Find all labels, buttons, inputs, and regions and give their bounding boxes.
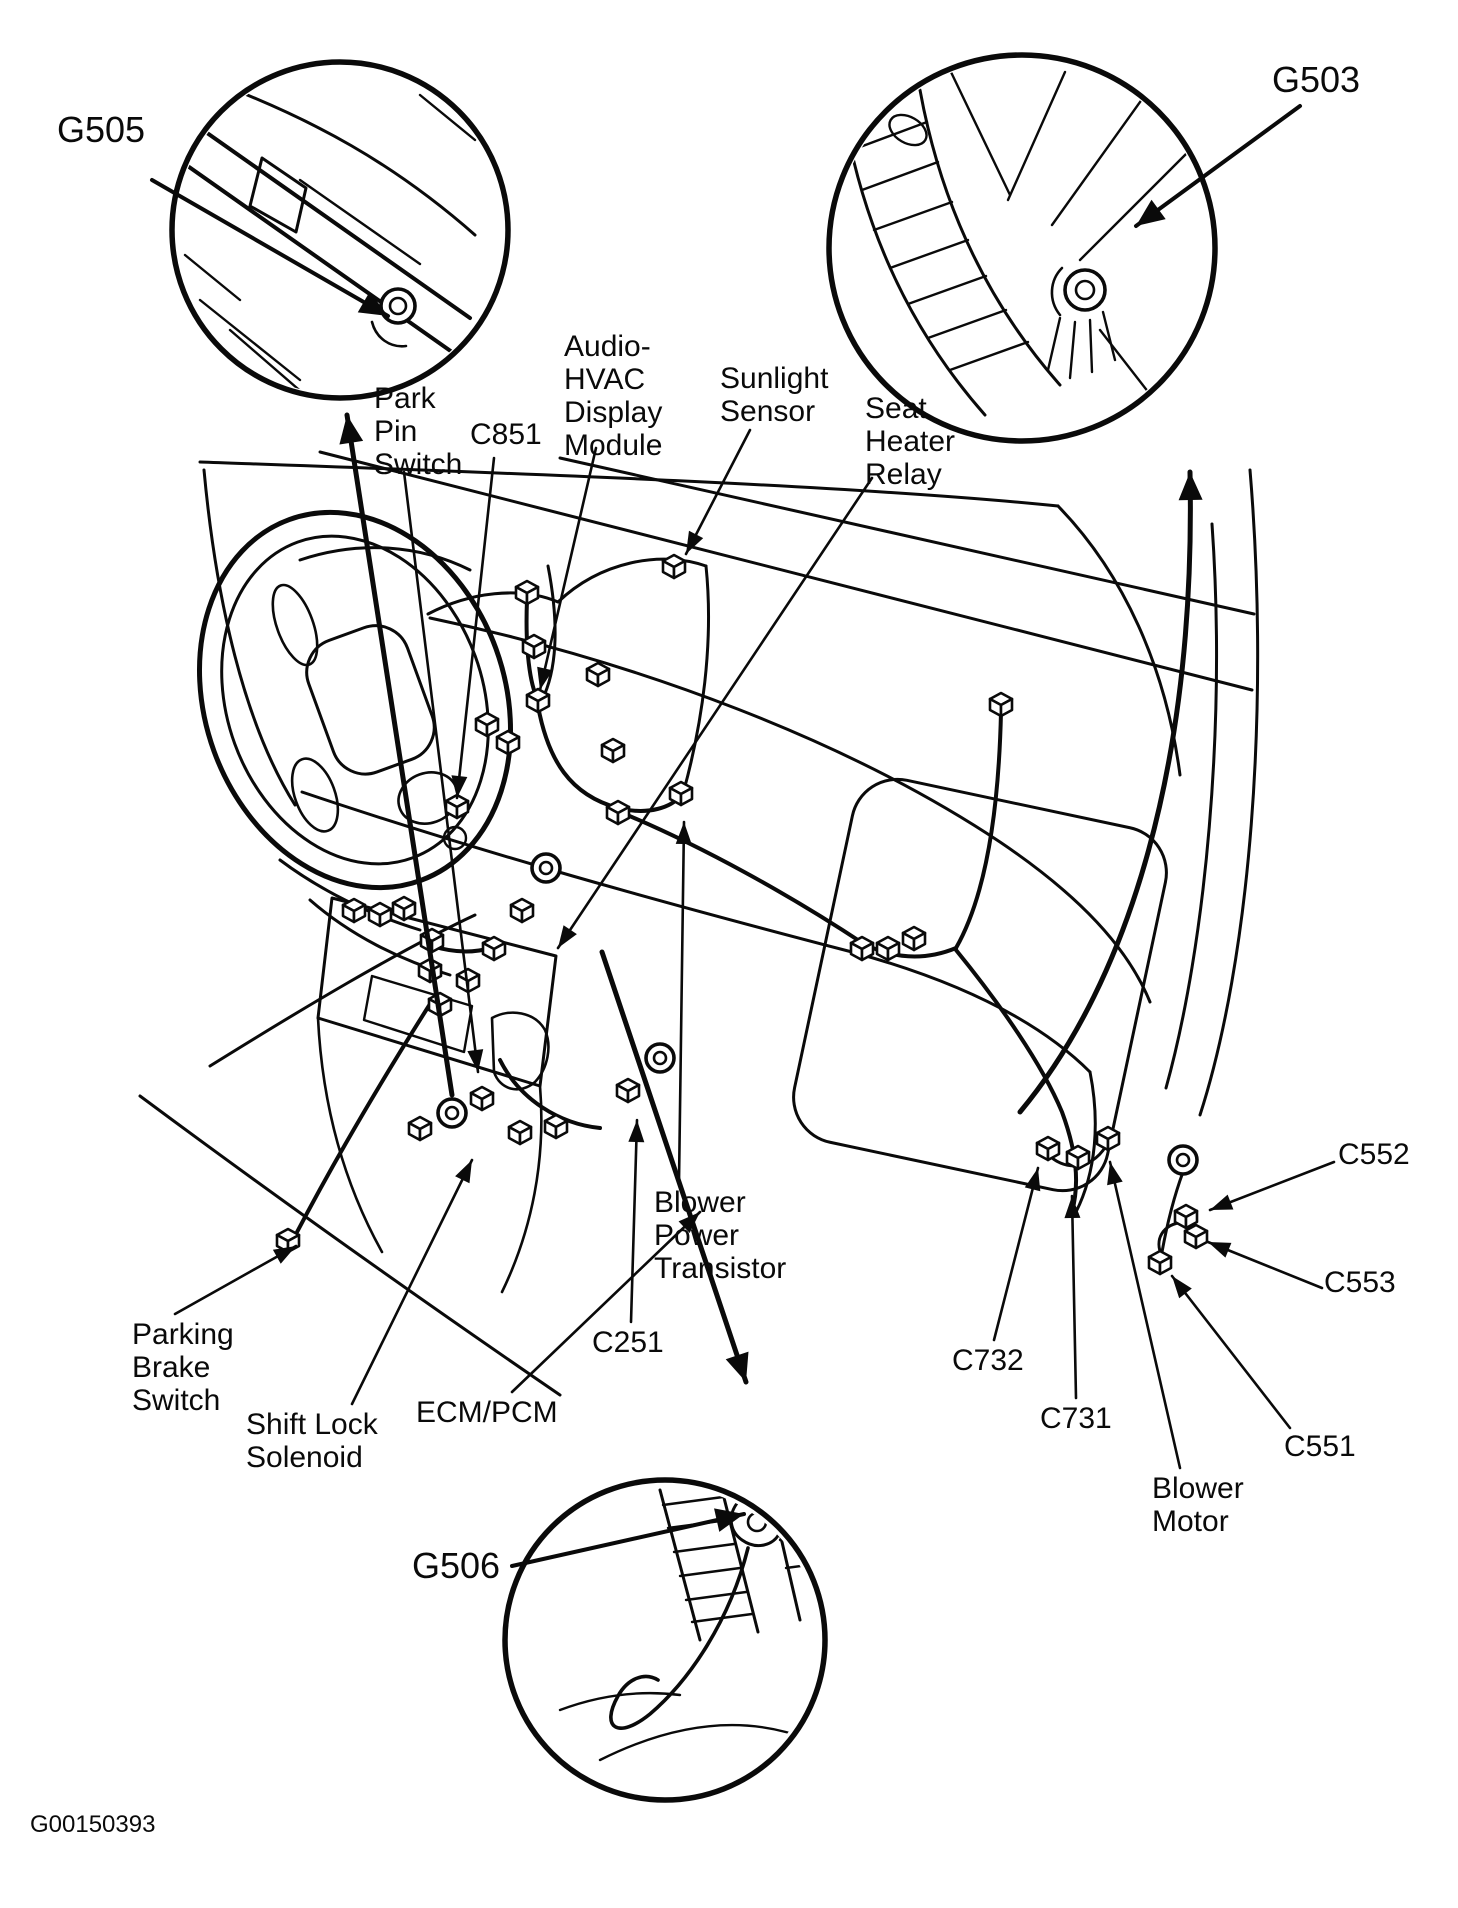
callout-c851: C851 (470, 418, 542, 451)
callout-c552: C552 (1338, 1138, 1410, 1171)
g505-ground-bolt (379, 287, 417, 325)
inset-circle-g503 (826, 52, 1218, 444)
leader-c552 (1208, 1160, 1336, 1212)
c551-connector (1147, 1249, 1173, 1276)
leader-blower-motor (1107, 1160, 1182, 1470)
park-pin-switch-connector (469, 1085, 495, 1112)
leader-c732 (992, 1166, 1041, 1342)
leader-park-pin-switch (402, 470, 484, 1074)
inset-pointer-arrows (339, 412, 1203, 1385)
c251-connector (615, 1077, 641, 1104)
leader-g503 (1134, 104, 1302, 228)
leader-g506 (510, 1508, 746, 1568)
leader-ecm-pcm (510, 1210, 702, 1394)
parking-brake-switch-connector (275, 1227, 301, 1254)
callout-g505: G505 (57, 109, 146, 150)
c553-connector (1183, 1223, 1209, 1250)
callout-audio-hvac-display-module: Audio- HVAC Display Module (564, 330, 663, 462)
figure-code: G00150393 (30, 1811, 156, 1838)
c552-connector (1173, 1203, 1199, 1230)
leader-shift-lock-solenoid (350, 1158, 474, 1406)
callout-c551: C551 (1284, 1430, 1356, 1463)
callout-c251: C251 (592, 1326, 664, 1359)
leader-c553 (1206, 1240, 1324, 1290)
leader-c551 (1170, 1274, 1292, 1430)
blower-power-transistor-connector (668, 780, 694, 807)
callout-blower-power-transistor: Blower Power Transistor (654, 1186, 787, 1285)
c731-connector (1065, 1144, 1091, 1171)
callout-c732: C732 (952, 1344, 1024, 1377)
callout-g506: G506 (412, 1545, 501, 1586)
callout-g503: G503 (1272, 59, 1361, 100)
callout-parking-brake-switch: Parking Brake Switch (132, 1318, 234, 1417)
callout-seat-heater-relay: Seat Heater Relay (865, 392, 956, 491)
leader-c851 (451, 456, 496, 800)
leader-c251 (628, 1118, 645, 1324)
leader-c731 (1064, 1194, 1081, 1400)
leader-parking-brake-switch (173, 1244, 298, 1316)
callout-park-pin-switch: Park Pin Switch (374, 382, 463, 481)
leader-audio-hvac (537, 446, 598, 692)
c732-connector (1035, 1135, 1061, 1162)
blower-motor-connector (1095, 1125, 1121, 1152)
callout-blower-motor: Blower Motor (1152, 1472, 1244, 1538)
inset-circle-g505 (169, 59, 511, 401)
g503-ground-bolt (1063, 268, 1107, 312)
leader-g505 (150, 178, 390, 318)
sunlight-sensor-connector (661, 553, 687, 580)
label-leaders (150, 104, 1336, 1568)
callout-c553: C553 (1324, 1266, 1396, 1299)
leader-sunlight-sensor (684, 428, 752, 556)
callout-ecm-pcm: ECM/PCM (416, 1396, 558, 1429)
leader-seat-heater-relay (556, 476, 874, 950)
inset-circle-g506 (502, 1477, 828, 1803)
callout-shift-lock-solenoid: Shift Lock Solenoid (246, 1408, 378, 1474)
callout-c731: C731 (1040, 1402, 1112, 1435)
callout-sunlight-sensor: Sunlight Sensor (720, 362, 829, 428)
leader-blower-power-transistor (675, 820, 692, 1184)
